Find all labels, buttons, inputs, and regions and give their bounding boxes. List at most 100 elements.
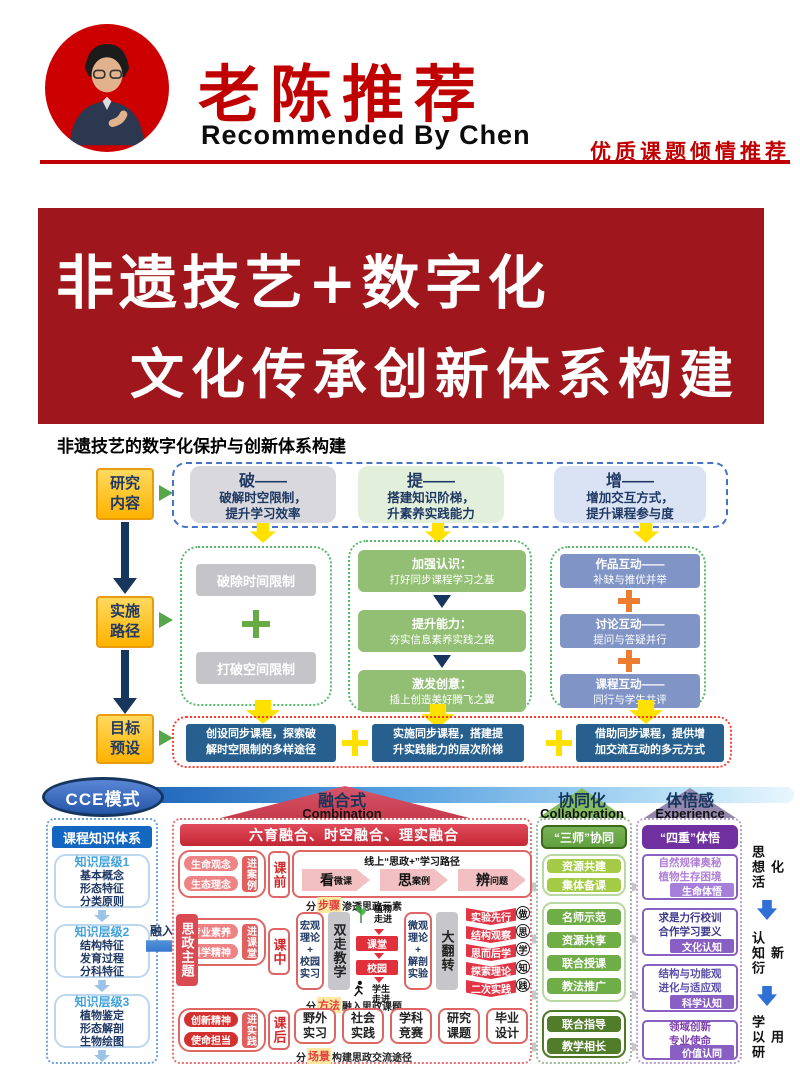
experience-item-2-body: 求是力行校训 合作学习要义 — [658, 912, 722, 938]
ideology-theme: 思政主题 — [176, 914, 198, 986]
flip-mode: 大翻转 — [436, 912, 458, 990]
pillar-lift-desc: 搭建知识阶梯， 升素养实践能力 — [387, 490, 475, 521]
collab-mutual-growth: 教学相长 — [546, 1037, 622, 1055]
collab-prep-group: 资源共建 集体备课 — [542, 854, 626, 896]
mark-know: 知 — [516, 960, 530, 974]
mark-learn: 学 — [516, 942, 530, 956]
right-arrow-row-1 — [159, 485, 173, 501]
timespace-box-2: 打破空间限制 — [196, 652, 316, 684]
blue-arrow-k2 — [94, 980, 110, 992]
students-enter-label: 学生走进 — [371, 983, 390, 1004]
blue-arrow-k1 — [94, 910, 110, 922]
pillar-lift-title: 提—— — [406, 472, 455, 490]
plus-icon-yellow-1 — [342, 730, 368, 756]
pillar-increase-title: 增—— — [605, 472, 654, 490]
experience-item-2-tag: 文化认知 — [670, 939, 734, 954]
step-watch: 看微课 — [302, 869, 370, 891]
tag-into-classroom: 进课堂 — [242, 924, 258, 960]
stage-in-class: 课中 — [268, 928, 290, 975]
plus-icon-orange-2 — [618, 650, 640, 672]
goal-box-1: 创设同步课程，探索破 解时空限制的多样途径 — [186, 724, 336, 762]
plus-icon-yellow-2 — [546, 730, 572, 756]
stage-after-class: 课后 — [268, 1010, 290, 1050]
interact-box-2-head: 讨论互动—— — [595, 618, 665, 631]
divider-1: 分步骤渗透思政元素 — [180, 897, 528, 913]
macro-method: 宏观理论+ 校园实习 — [296, 912, 324, 990]
mark-practice: 践 — [516, 978, 530, 992]
mini-arrow-3 — [374, 977, 384, 983]
cce-pillar-1-zh: 融合式 — [317, 792, 366, 810]
knowledge-level-2: 知识层级2 结构特征 发育过程 分科特征 — [54, 924, 150, 978]
collab-resource-share: 资源共享 — [546, 931, 622, 949]
step-think-big: 思 — [397, 872, 412, 888]
down-arrow-ladder-2 — [433, 655, 451, 668]
ladder-box-3-body: 插上创造美好腾飞之翼 — [389, 694, 495, 706]
collab-post-group: 联合指导 教学相长 — [542, 1010, 626, 1058]
divider-1-highlight: 步骤 — [317, 897, 341, 913]
collab-resource-build: 资源共建 — [546, 858, 622, 874]
interact-container: 作品互动—— 补缺与推优并举 讨论互动—— 提问与答疑并行 课程互动—— 同行与… — [550, 546, 706, 708]
collab-column: “三师”协同 资源共建 集体备课 名师示范 资源共享 联合授课 教法推广 联合指… — [536, 818, 632, 1064]
knowledge-level-2-body: 结构特征 发育过程 分科特征 — [80, 940, 124, 978]
rail-connector-1 — [121, 522, 129, 580]
hero-line2: 文化传承创新体系构建 — [130, 342, 740, 406]
interact-box-3-body: 同行与学生共评 — [593, 693, 667, 706]
divider-3-post: 构建思政交流途径 — [332, 1052, 412, 1064]
step-watch-small: 微课 — [333, 875, 352, 886]
collab-joint-guidance: 联合指导 — [546, 1015, 622, 1033]
ladder-box-1-body: 打好同步课程学习之基 — [389, 574, 495, 586]
knowledge-level-3-title: 知识层级3 — [74, 995, 130, 1010]
hero-line1: 非遗技艺+数字化 — [56, 249, 551, 317]
outcome-learn-to-research: 学以研用 — [750, 1014, 784, 1060]
experience-item-4-tag: 价值认同 — [670, 1045, 734, 1060]
step-debate-small: 问题 — [489, 875, 508, 886]
plus-icon-orange-1 — [618, 590, 640, 612]
knowledge-level-1-body: 基本概念 形态特征 分类原则 — [80, 870, 124, 908]
chevron-explore-theory: 探索理论 — [466, 962, 516, 979]
pillar-break-desc: 破解时空限制， 提升学习效率 — [219, 490, 307, 521]
divider-1-pre: 分 — [306, 901, 316, 913]
knowledge-header: 课程知识体系 — [52, 826, 152, 848]
online-path-box: 线上“思政+”学习路径 看微课 思案例 辨问题 — [292, 850, 532, 898]
classroom-box: 课堂 — [356, 936, 398, 951]
experience-item-1-tag: 生命体悟 — [670, 883, 734, 898]
experience-item-1: 自然规律奥秘 植物生存困境 生命体悟 — [642, 854, 738, 900]
knowledge-column: 课程知识体系 知识层级1 基本概念 形态特征 分类原则 知识层级2 结构特征 发… — [46, 818, 158, 1064]
online-path-title: 线上“思政+”学习路径 — [364, 856, 460, 868]
hero-banner: 非遗技艺+数字化 文化传承创新体系构建 — [38, 208, 764, 424]
header-divider-line — [40, 160, 790, 164]
activity-graduation-design: 毕业设计 — [486, 1008, 528, 1044]
goal-container — [172, 716, 732, 768]
goal-box-2: 实施同步课程，搭建提 升实践能力的层次阶梯 — [372, 724, 524, 762]
experience-column: “四重”体悟 自然规律奥秘 植物生存困境 生命体悟 求是力行校训 合作学习要义 … — [636, 818, 742, 1064]
collab-master-demo: 名师示范 — [546, 908, 622, 926]
interact-box-1: 作品互动—— 补缺与推优并举 — [560, 554, 700, 588]
timespace-container: 破除时间限制 打破空间限制 — [180, 546, 332, 706]
concept-mission: 使命担当 — [184, 1032, 238, 1047]
mini-arrow-1 — [374, 929, 384, 935]
rail-goal-presets: 目标预设 — [96, 714, 154, 764]
interact-box-1-body: 补缺与推优并举 — [593, 573, 667, 586]
merge-label: 融入 — [150, 924, 175, 938]
concept-ecology: 生态理念 — [184, 876, 238, 891]
step-think-small: 案例 — [411, 875, 430, 886]
knowledge-level-3-body: 植物鉴定 形态解剖 生物绘图 — [80, 1010, 124, 1048]
step-think: 思案例 — [380, 869, 448, 891]
down-arrow-rail-1 — [113, 578, 137, 594]
knowledge-level-1: 知识层级1 基本概念 形态特征 分类原则 — [54, 854, 150, 908]
experience-item-3-tag: 科学认知 — [670, 995, 734, 1010]
divider-3: 分场景构建思政交流途径 — [180, 1048, 528, 1064]
campus-box: 校园 — [356, 960, 398, 975]
pillar-increase-desc: 增加交互方式， 提升课程参与度 — [586, 490, 674, 521]
pillar-header-container — [172, 462, 728, 528]
divider-3-highlight: 场景 — [307, 1048, 331, 1064]
author-avatar — [45, 24, 169, 152]
cce-pillar-2-zh: 协同化 — [557, 792, 606, 810]
ladder-container: 加强认识： 打好同步课程学习之基 提升能力： 夯实信息素养实践之路 激发创意： … — [348, 540, 532, 712]
chevron-structure-observe: 结构观察 — [466, 926, 516, 943]
interact-box-3: 课程互动—— 同行与学生共评 — [560, 674, 700, 708]
divider-2-post: 融入思政课题 — [342, 1001, 402, 1013]
collab-mid-group: 名师示范 资源共享 联合授课 教法推广 — [542, 902, 626, 1002]
right-arrow-row-3 — [159, 730, 173, 746]
